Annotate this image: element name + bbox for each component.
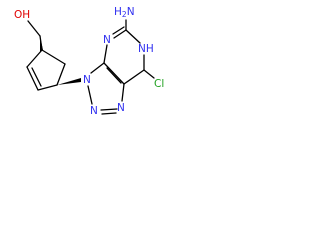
bond-ring-c1-c2 [26, 49, 43, 68]
bond-ch2-ring [39, 35, 43, 51]
bond-c2-nh [125, 29, 141, 44]
bond-n8-n7 [100, 108, 118, 111]
molecule-structure: OH H2N N NH N N N Cl [14, 6, 164, 117]
wedge-bond-ring-n9 [57, 78, 81, 85]
atom-n3: N [103, 34, 111, 46]
bond-n8-n7-double [101, 112, 117, 115]
bond-oh-ch2 [27, 20, 41, 37]
bond-ring-c2-c3 [26, 66, 39, 91]
bond-n3-c2 [113, 29, 127, 39]
atom-n8: N [90, 105, 98, 117]
atom-oh: OH [14, 9, 30, 21]
bond-c6-c7a [123, 69, 145, 85]
bond-n9-n8 [87, 85, 93, 105]
atom-n9: N [83, 74, 91, 86]
bond-ring-c2-c3-double [31, 67, 42, 87]
atom-nh: NH [138, 43, 154, 55]
atom-h2n: H2N [114, 6, 135, 19]
bond-ring-c3-c4 [37, 84, 58, 91]
bond-c6-cl [143, 69, 155, 79]
bond-n9-c4a [90, 62, 105, 74]
bond-n3-c2-double [112, 26, 125, 35]
bond-ring-c4-c5 [56, 63, 66, 86]
bond-c4a-n3 [103, 44, 108, 64]
bond-c4a-c7a-double [106, 67, 122, 84]
atom-cl: Cl [154, 78, 164, 90]
bond-c4a-c7a [103, 62, 125, 85]
bond-ring-c5-c1 [41, 49, 66, 65]
bond-n7-c7a [121, 83, 125, 102]
atom-n7: N [117, 102, 125, 114]
